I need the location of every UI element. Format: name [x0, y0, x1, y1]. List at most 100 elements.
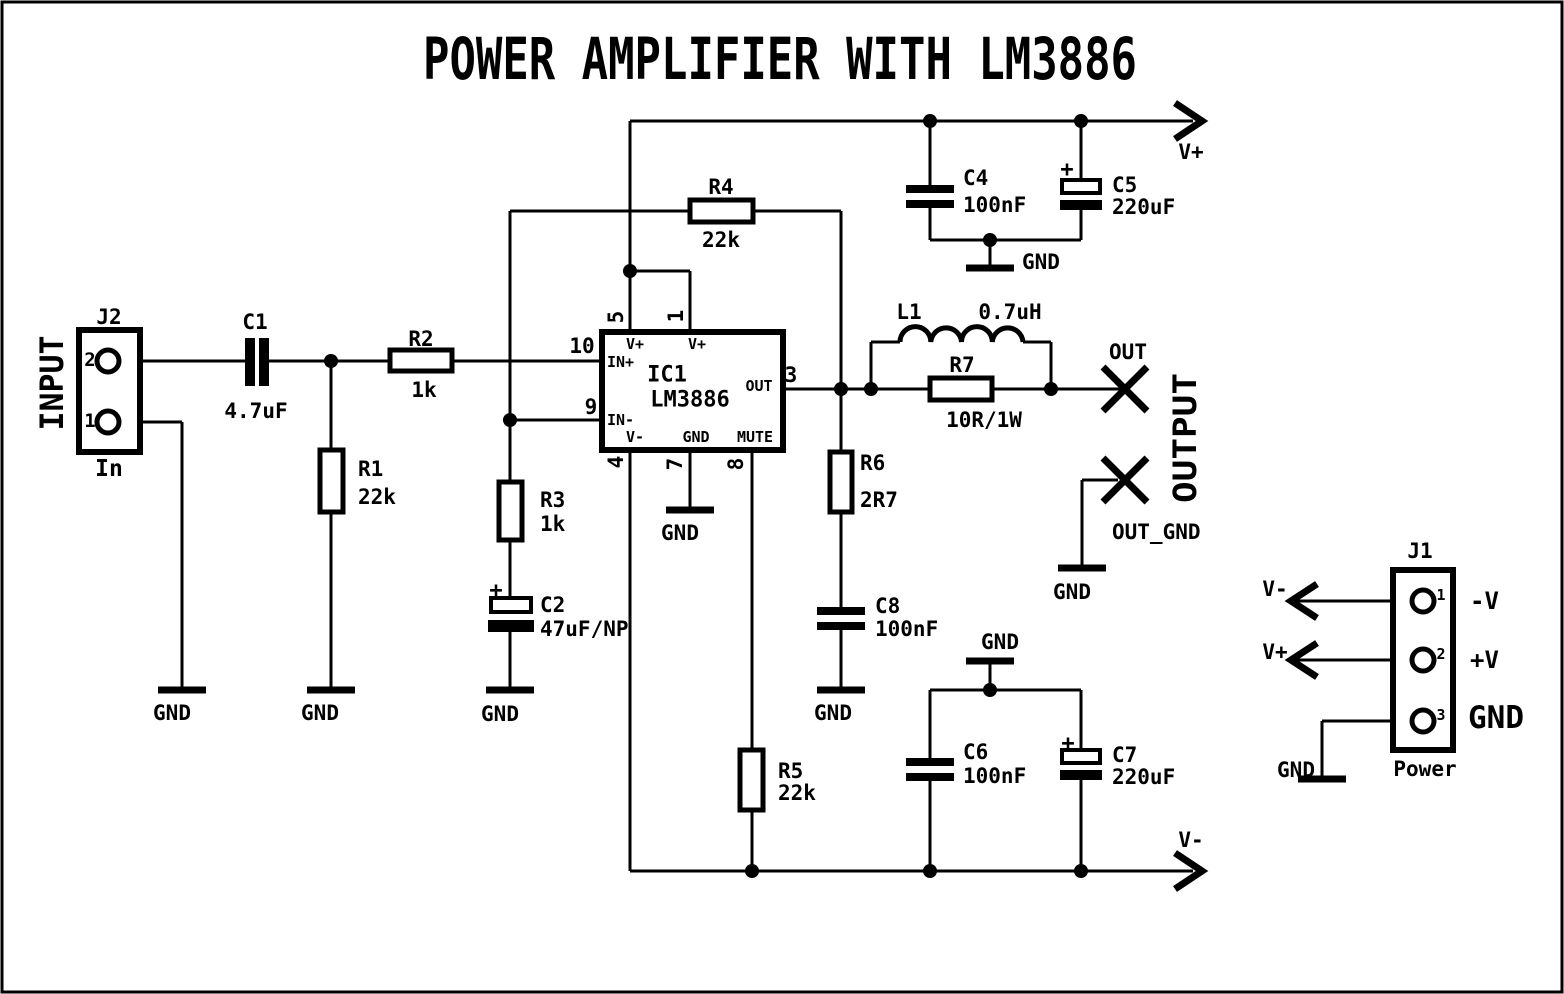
junction-dot	[745, 864, 759, 878]
value-label: 100nF	[963, 764, 1026, 788]
cap-plate-positive	[489, 596, 533, 614]
value-label: 1k	[540, 512, 566, 536]
cap-plate	[245, 338, 255, 386]
ic-pin-label-out: OUT	[745, 377, 772, 395]
value-label: In	[95, 456, 123, 482]
value-label: 220uF	[1112, 765, 1175, 789]
cap-plate	[906, 200, 954, 208]
vplus-arrow-icon	[1173, 100, 1209, 142]
vminus-rail-label: V-	[1178, 828, 1203, 852]
gnd-label: GND	[661, 521, 699, 545]
cap-plate-negative	[1060, 770, 1102, 780]
connector-pin-circle	[1409, 587, 1437, 615]
ic-pin-label-vplus: V+	[626, 335, 644, 353]
ref-label: J2	[96, 305, 121, 329]
resistor-body	[737, 747, 766, 813]
ic-pin-label-vplus: V+	[688, 335, 706, 353]
capacitor-c5: + C5 220uF	[1060, 158, 1175, 219]
capacitor-c4: C4 100nF	[906, 166, 1026, 217]
cap-plate	[906, 758, 954, 766]
value-label: 10R/1W	[946, 408, 1022, 432]
junction-dot	[623, 264, 637, 278]
vminus-arrow-icon	[1173, 850, 1209, 892]
junction-dot	[983, 683, 997, 697]
connector-pin-circle	[94, 347, 122, 375]
pin-number-7: 7	[663, 458, 687, 471]
value-label: 2R7	[860, 488, 898, 512]
inductor-l1: L1 0.7uH	[896, 300, 1042, 343]
cap-plate-positive	[1060, 178, 1102, 195]
ref-label: J1	[1407, 539, 1432, 563]
pin-number-8: 8	[724, 458, 748, 471]
junction-dot	[503, 413, 517, 427]
gnd-label: GND	[481, 702, 519, 726]
pin-number: 1	[84, 410, 95, 432]
pin-function-minus-v: -V	[1470, 587, 1499, 615]
output-terminals: OUT OUT_GND OUTPUT	[1100, 340, 1204, 544]
junction-dot	[1074, 864, 1088, 878]
resistor-body	[496, 479, 525, 543]
ground-symbols: GND GND GND GND GND GND GND GND GND	[153, 250, 1346, 783]
vplus-feed-label: V+	[1262, 640, 1287, 664]
ref-label: IC1	[647, 363, 687, 388]
ref-label: L1	[896, 300, 921, 324]
cap-plate	[906, 185, 954, 193]
pin-function-plus-v: +V	[1470, 646, 1499, 674]
vminus-feed-label: V-	[1262, 577, 1287, 601]
out-net-label: OUT	[1109, 340, 1147, 364]
gnd-label: GND	[1022, 250, 1060, 274]
cap-plate	[906, 773, 954, 781]
ref-label: C7	[1112, 743, 1137, 767]
capacitor-c8: C8 100nF	[817, 594, 938, 641]
polarity-plus: +	[1060, 158, 1073, 183]
resistor-r4: R4 22k	[687, 175, 756, 252]
ic-pin-label-inminus: IN-	[607, 411, 634, 429]
cap-plate	[259, 338, 269, 386]
gnd-label: GND	[301, 701, 339, 725]
resistor-body	[827, 449, 855, 515]
supply-arrows: V+ V-	[1173, 100, 1209, 892]
ref-label: R4	[708, 175, 733, 199]
terminal-x-mark	[1100, 364, 1150, 414]
pin-number-4: 4	[604, 456, 628, 469]
pin-number: 1	[1436, 586, 1445, 604]
output-net-label: OUTPUT	[1166, 373, 1204, 503]
vminus-feed-arrow-icon	[1284, 581, 1319, 621]
ref-label: R3	[540, 488, 565, 512]
out-gnd-net-label: OUT_GND	[1112, 520, 1201, 544]
resistor-r5: R5 22k	[737, 747, 816, 813]
input-net-label: INPUT	[33, 336, 71, 431]
ref-label: R5	[778, 759, 803, 783]
value-label: 1k	[411, 378, 437, 402]
ref-label: R7	[949, 353, 974, 377]
cap-plate	[817, 622, 865, 630]
ic-pin-label-vminus: V-	[626, 428, 644, 446]
value-label: 22k	[778, 781, 816, 805]
resistor-r3: R3 1k	[496, 479, 566, 543]
gnd-label: GND	[1277, 758, 1315, 782]
ic-pin-label-mute: MUTE	[737, 428, 773, 446]
cap-plate	[817, 607, 865, 615]
junction-dot	[1044, 382, 1058, 396]
cap-plate-positive	[1060, 748, 1102, 765]
ref-label: C4	[963, 166, 988, 190]
part-label: LM3886	[650, 388, 729, 413]
junction-dot	[864, 382, 878, 396]
ref-label: R6	[860, 451, 885, 475]
ref-label: R2	[408, 327, 433, 351]
vplus-feed-arrow-icon	[1284, 640, 1319, 680]
junction-dot	[983, 233, 997, 247]
value-label: 0.7uH	[978, 300, 1041, 324]
gnd-label: GND	[814, 701, 852, 725]
resistor-r2: R2 1k	[387, 327, 455, 402]
junction-dots	[324, 114, 1088, 878]
ref-label: C5	[1112, 173, 1137, 197]
pin-function-gnd: GND	[1468, 700, 1524, 736]
gnd-label: GND	[1053, 580, 1091, 604]
connector-pin-circle	[1409, 707, 1437, 735]
ic-lm3886: V+ V+ IN+ IN- V- GND MUTE OUT IC1 LM3886…	[569, 310, 797, 471]
ic-pin-label-inplus: IN+	[607, 353, 634, 371]
capacitor-c6: C6 100nF	[906, 740, 1026, 788]
ref-label: C2	[540, 593, 565, 617]
